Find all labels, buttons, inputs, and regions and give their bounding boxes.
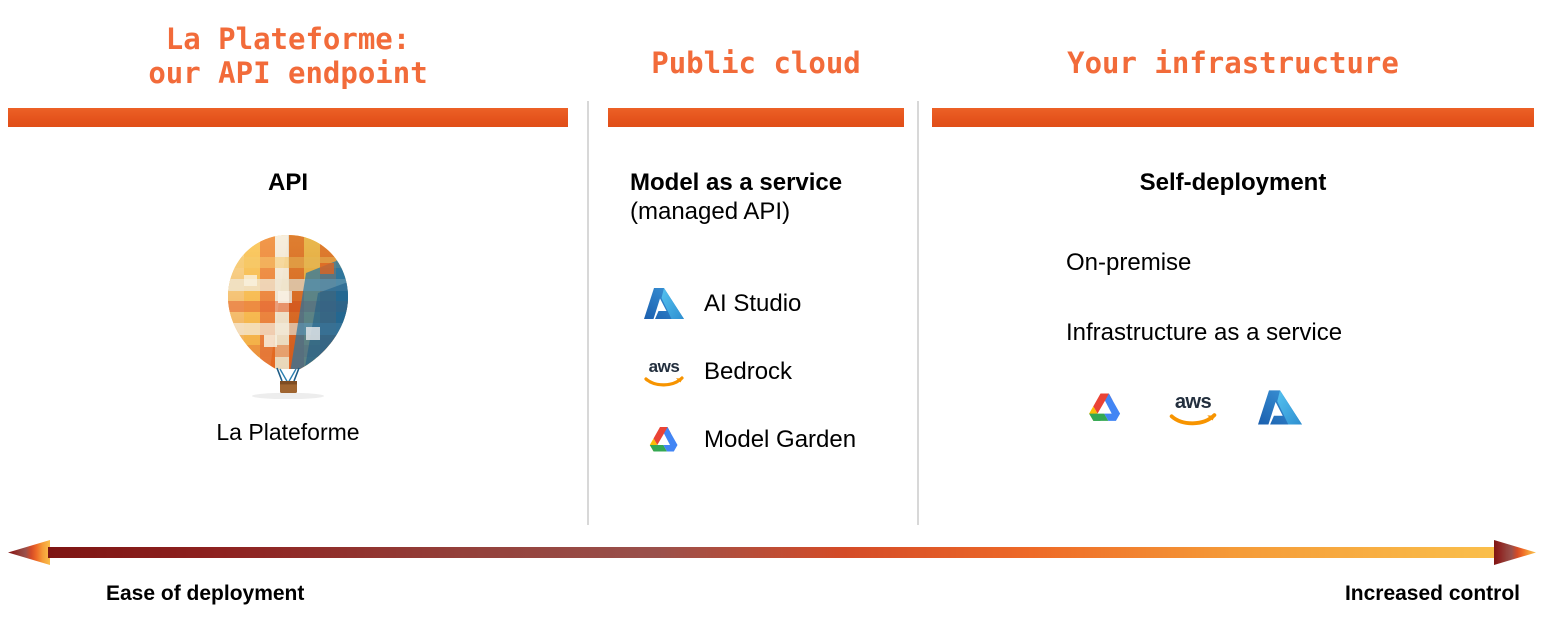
column-title-your-infrastructure: Your infrastructure (1067, 46, 1399, 80)
column-divider-1 (587, 101, 589, 525)
column-accent-bar-public-cloud (608, 108, 904, 127)
hot-air-balloon-icon (8, 231, 568, 400)
axis-label-ease-of-deployment: Ease of deployment (106, 582, 305, 605)
panel-your-infrastructure: Self-deployment On-premise Infrastructur… (932, 140, 1534, 432)
deployment-control-axis-arrow (8, 540, 1536, 565)
panel-la-plateforme: API (8, 140, 568, 446)
azure-logo-icon (1258, 389, 1302, 432)
column-divider-2 (917, 101, 919, 525)
azure-logo-icon (642, 284, 686, 324)
column-accent-bar-your-infrastructure (932, 108, 1534, 127)
axis-label-increased-control: Increased control (1344, 582, 1520, 605)
list-item[interactable]: aws Bedrock (642, 347, 908, 397)
column-accent-bar-la-plateforme (8, 108, 568, 127)
list-item[interactable]: AI Studio (642, 279, 908, 329)
panel-heading-self-deployment: Self-deployment (1139, 169, 1327, 196)
service-label: Bedrock (704, 357, 793, 385)
panel-public-cloud: Model as a service (managed API) (608, 140, 908, 483)
panel-subheading-managed-api: (managed API) (630, 198, 791, 226)
aws-logo-icon: aws (642, 352, 686, 392)
google-cloud-logo-icon (642, 420, 686, 460)
cloud-provider-logos: aws (932, 389, 1534, 432)
aws-logo-icon: aws (1166, 389, 1220, 432)
service-label: AI Studio (704, 289, 802, 317)
list-item[interactable]: Model Garden (642, 415, 908, 465)
column-title-la-plateforme: La Plateforme: our API endpoint (148, 22, 428, 91)
google-cloud-logo-icon (1082, 389, 1128, 432)
list-item: Infrastructure as a service (1066, 319, 1343, 347)
la-plateforme-caption: La Plateforme (216, 419, 360, 446)
svg-text:aws: aws (1175, 391, 1212, 413)
panel-heading-model-as-a-service: Model as a service (630, 169, 843, 196)
service-label: Model Garden (704, 425, 857, 453)
column-title-public-cloud: Public cloud (651, 46, 861, 80)
panel-heading-api: API (267, 169, 308, 196)
list-item: On-premise (1066, 249, 1192, 277)
svg-text:aws: aws (649, 357, 680, 376)
service-list: AI Studio aws Bedrock (608, 279, 908, 465)
infrastructure-options: On-premise Infrastructure as a service (932, 249, 1534, 347)
